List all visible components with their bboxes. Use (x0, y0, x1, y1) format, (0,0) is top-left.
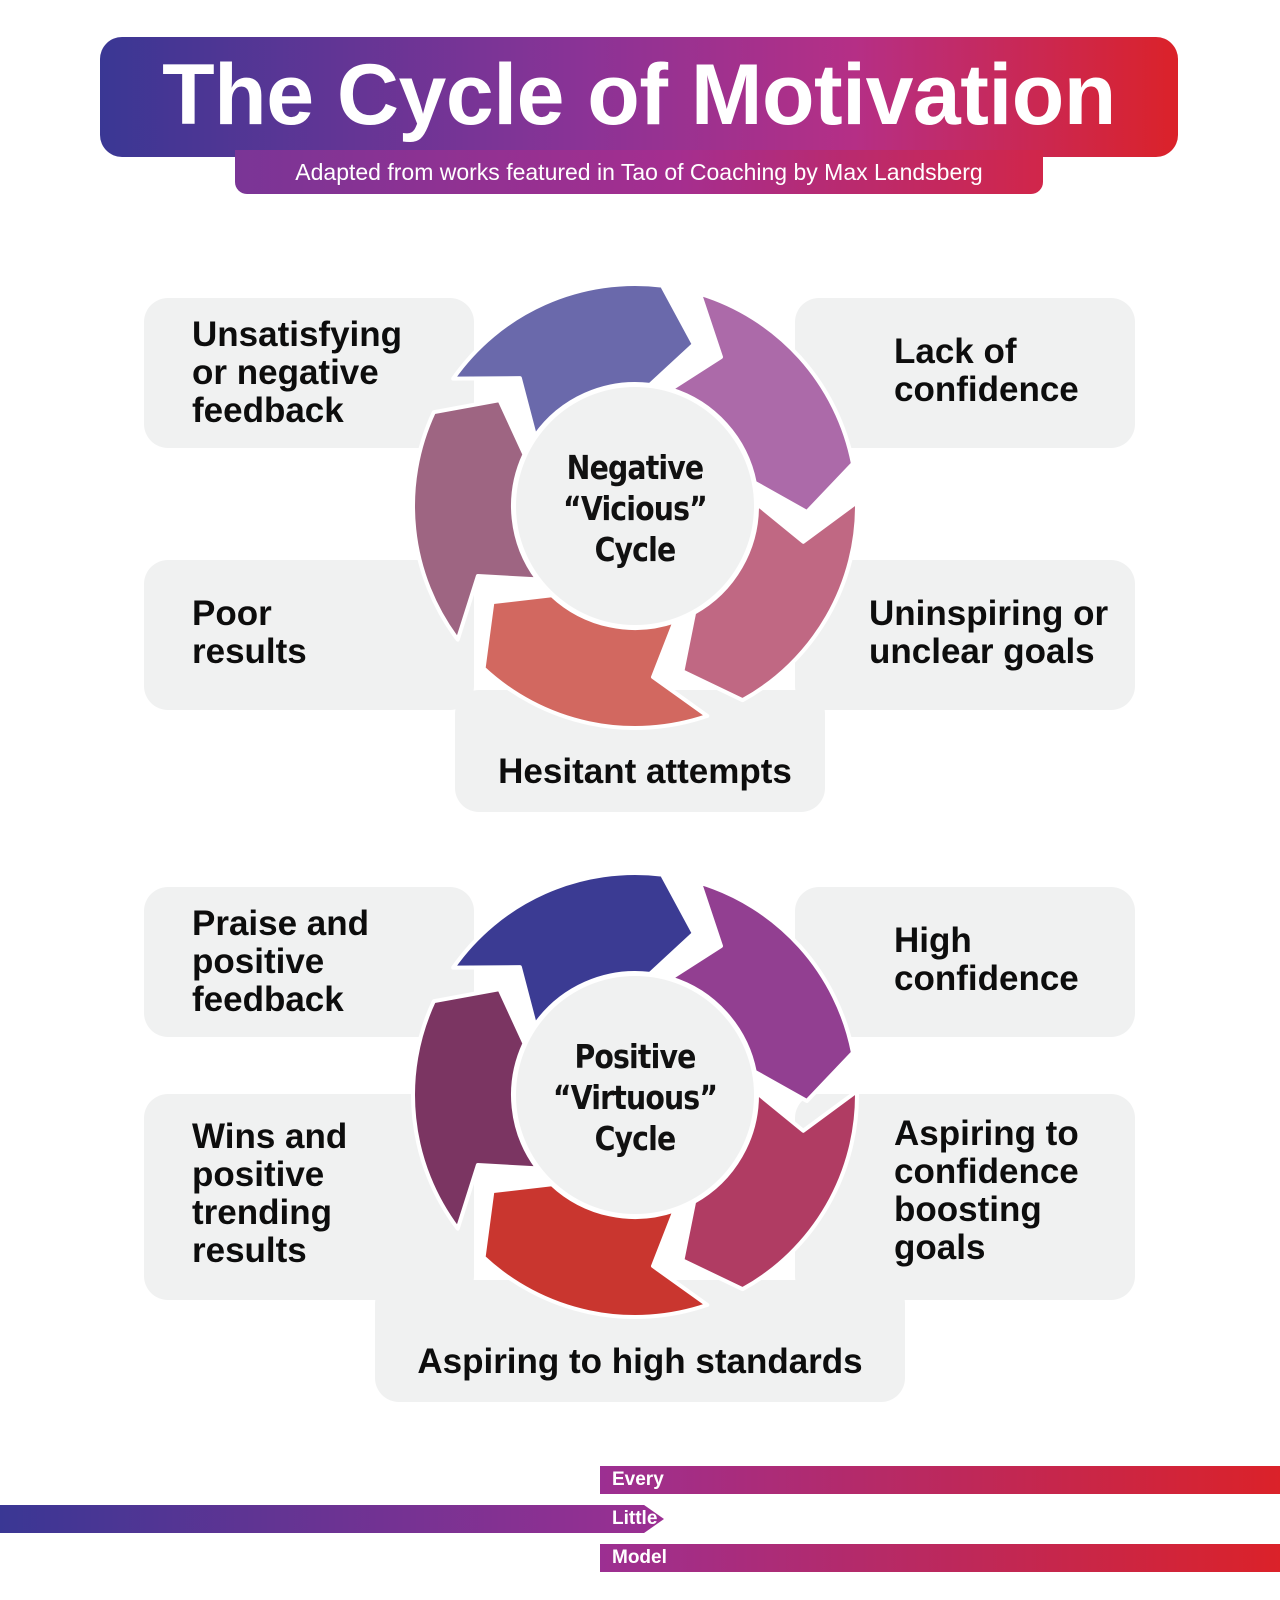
negative-stage-attempts: Hesitant attempts (498, 752, 792, 791)
negative-stage-feedback: Unsatisfying or negative feedback (192, 315, 403, 430)
positive-stage-feedback: Praise and positive feedback (192, 904, 370, 1019)
negative-cycle-ring (411, 282, 859, 730)
title-banner: The Cycle of Motivation (100, 37, 1178, 157)
positive-stage-goals: Aspiring to confidence boosting goals (894, 1114, 1079, 1267)
positive-cycle-center-label: Positive “Virtuous” Cycle (552, 1037, 718, 1158)
negative-panel-top-left (144, 298, 474, 448)
negative-cycle-segment-1 (451, 282, 696, 439)
positive-cycle-center-disc (516, 976, 754, 1214)
positive-cycle-segment-1 (451, 871, 696, 1028)
brand-stripe-middle (0, 1505, 664, 1533)
brand-word-model: Model (612, 1547, 667, 1568)
negative-stage-confidence: Lack of confidence (894, 332, 1079, 409)
positive-cycle-segment-5 (411, 987, 540, 1231)
negative-stage-goals: Uninspiring or unclear goals (869, 594, 1109, 671)
page-subtitle: Adapted from works featured in Tao of Co… (295, 158, 983, 185)
positive-cycle-segment-2 (668, 880, 855, 1103)
positive-stage-standards: Aspiring to high standards (417, 1342, 863, 1381)
negative-cycle-segment-5 (411, 398, 540, 642)
positive-cycle-ring (411, 871, 859, 1319)
page-title: The Cycle of Motivation (162, 46, 1116, 143)
negative-cycle-center-disc (516, 387, 754, 625)
negative-panel-bottom-left (144, 560, 474, 710)
negative-cycle-center-label: Negative “Vicious” Cycle (563, 448, 708, 569)
positive-cycle-segment-4 (481, 1182, 710, 1319)
brand-stripe-top (600, 1466, 1280, 1494)
brand-word-every: Every (612, 1469, 664, 1490)
positive-panel-top-left (144, 887, 474, 1037)
negative-stage-results: Poor results (192, 594, 307, 671)
positive-stage-confidence: High confidence (894, 921, 1079, 998)
positive-panel-top-right (795, 887, 1135, 1037)
positive-cycle-segment-3 (680, 1089, 859, 1292)
subtitle-banner: Adapted from works featured in Tao of Co… (235, 150, 1043, 194)
negative-cycle-segment-4 (481, 593, 710, 730)
negative-cycle-segment-2 (668, 291, 855, 515)
negative-panel-bottom-right (795, 560, 1135, 710)
negative-panel-top-right (795, 298, 1135, 448)
brand-stripe-bottom (600, 1544, 1280, 1572)
negative-cycle-segment-3 (680, 500, 859, 703)
brand-word-little: Little (612, 1508, 658, 1529)
positive-stage-results: Wins and positive trending results (192, 1117, 348, 1270)
